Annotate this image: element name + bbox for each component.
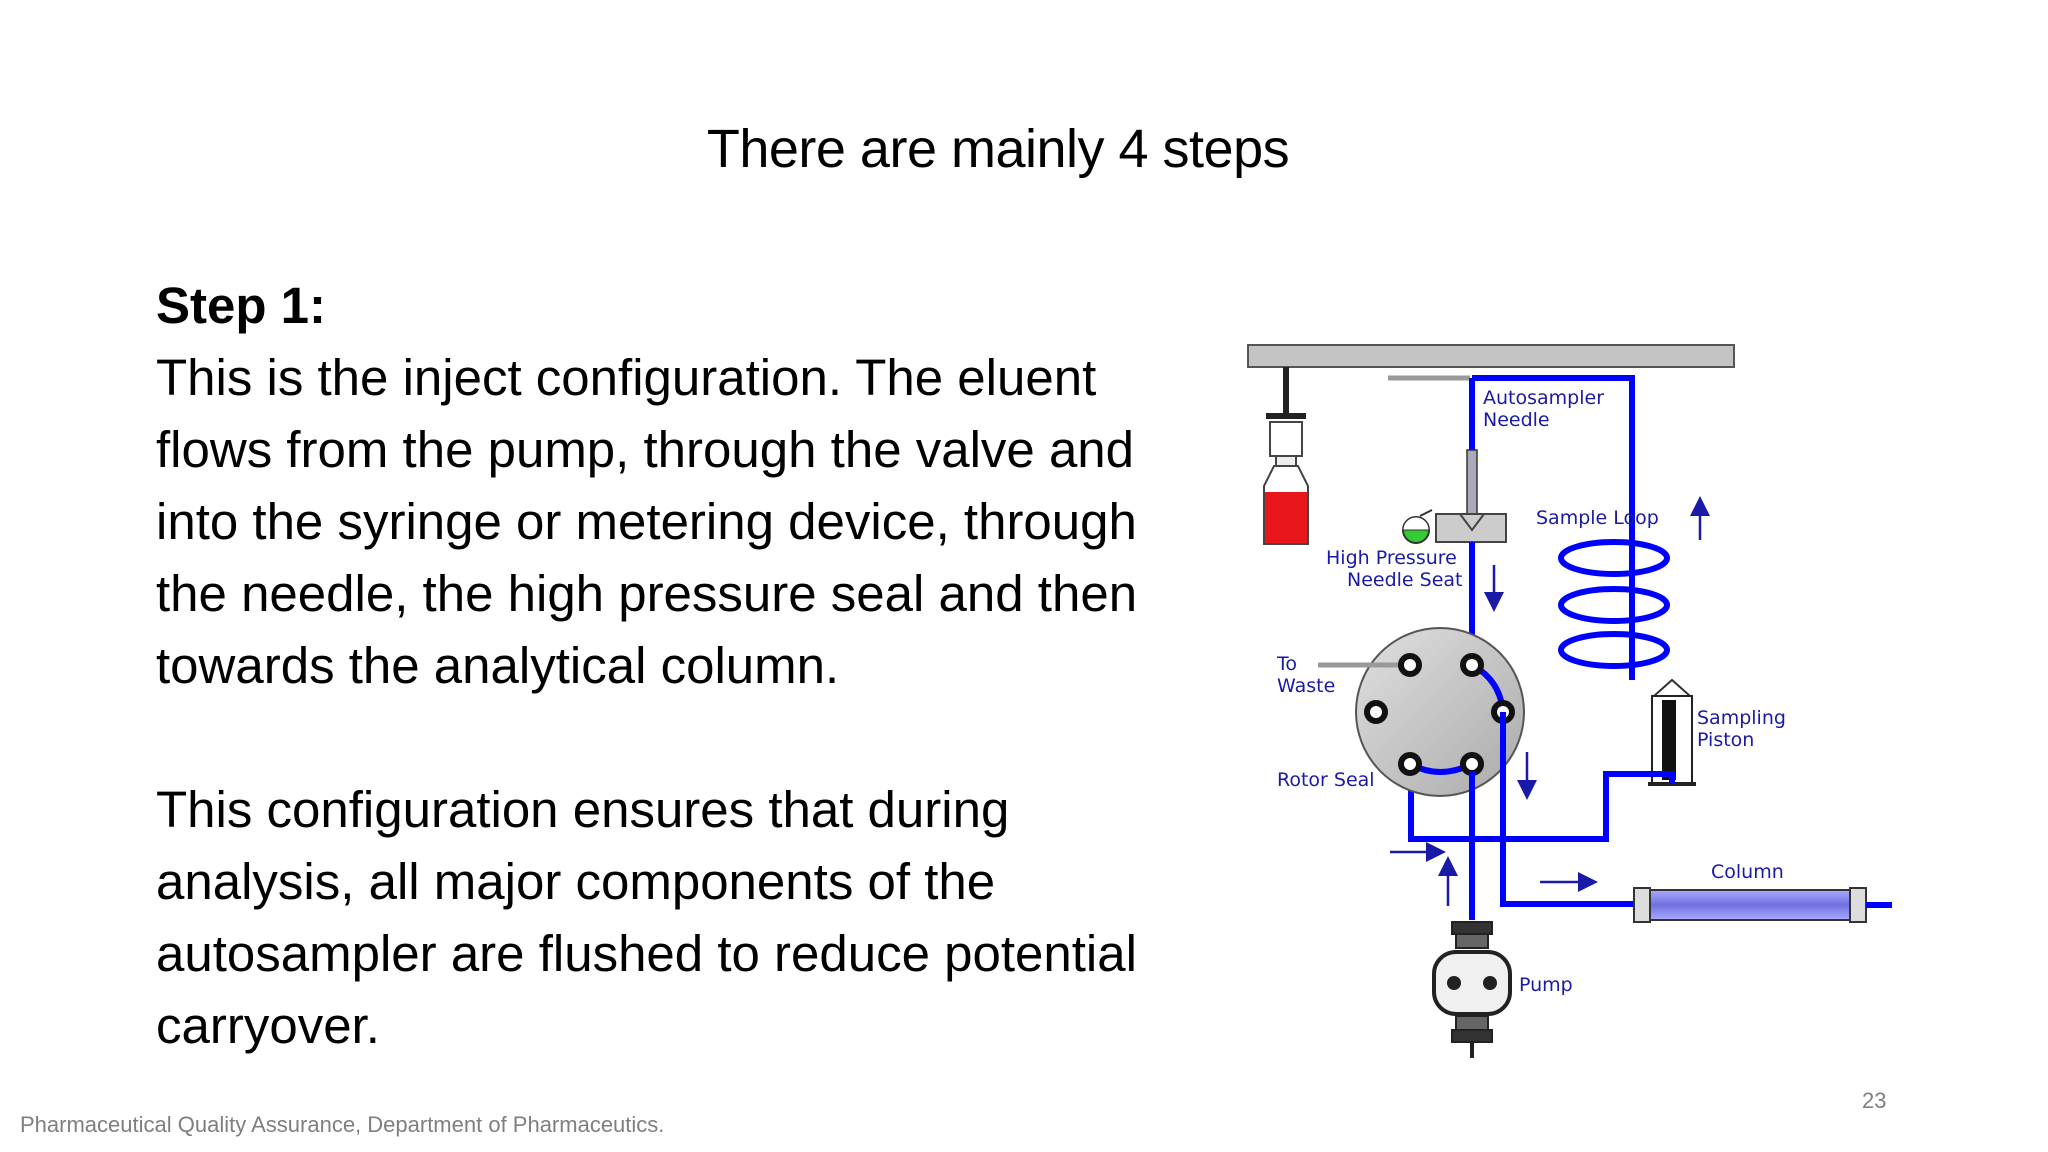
column-fitting-left bbox=[1633, 887, 1651, 923]
pump bbox=[1432, 921, 1512, 1058]
paragraph-carryover: This configuration ensures that during a… bbox=[156, 781, 1137, 1054]
autosampler-needle bbox=[1466, 449, 1478, 521]
diagram-label: Needle Seat bbox=[1347, 569, 1463, 591]
page-number: 23 bbox=[1862, 1088, 1887, 1113]
label-needle-seat: High Pressure bbox=[1326, 547, 1457, 569]
analytical-column bbox=[1649, 889, 1851, 921]
column-fitting-right bbox=[1849, 887, 1867, 923]
flow-piston-to-valve bbox=[1408, 770, 1675, 842]
vial-liquid bbox=[1265, 492, 1307, 543]
sample-loop-coil bbox=[1558, 539, 1670, 669]
slide-footer: Pharmaceutical Quality Assurance, Depart… bbox=[20, 1112, 665, 1137]
slide-title: There are mainly 4 steps bbox=[706, 119, 1290, 179]
valve-ports bbox=[1364, 653, 1515, 776]
needle-rail bbox=[1247, 344, 1735, 368]
label-sampling-piston: Sampling bbox=[1697, 707, 1786, 729]
label-sample-loop: Sample Loop bbox=[1536, 507, 1659, 529]
autosampler-diagram: Autosampler Needle Sample Loop High Pres… bbox=[1247, 344, 1892, 1058]
label-pump: Pump bbox=[1519, 974, 1573, 996]
flow-needle-to-loop bbox=[1472, 375, 1635, 680]
step-heading: Step 1: bbox=[156, 277, 327, 334]
diagram-label: Needle bbox=[1483, 409, 1550, 431]
vial-cap bbox=[1269, 421, 1303, 457]
flow-arrows bbox=[1390, 496, 1710, 906]
paragraph-inject-configuration: This is the inject configuration. The el… bbox=[156, 349, 1138, 694]
slide-body: Step 1: This is the inject configuration… bbox=[156, 270, 1216, 1062]
label-autosampler-needle: Autosampler bbox=[1483, 387, 1604, 409]
label-rotor-seal: Rotor Seal bbox=[1277, 769, 1375, 791]
diagram-label: Piston bbox=[1697, 729, 1754, 751]
vial-neck bbox=[1275, 455, 1297, 467]
label-to-waste: To bbox=[1276, 653, 1297, 675]
label-column: Column bbox=[1711, 861, 1784, 883]
flow-valve-to-column bbox=[1500, 712, 1640, 907]
diagram-label: Waste bbox=[1277, 675, 1335, 697]
